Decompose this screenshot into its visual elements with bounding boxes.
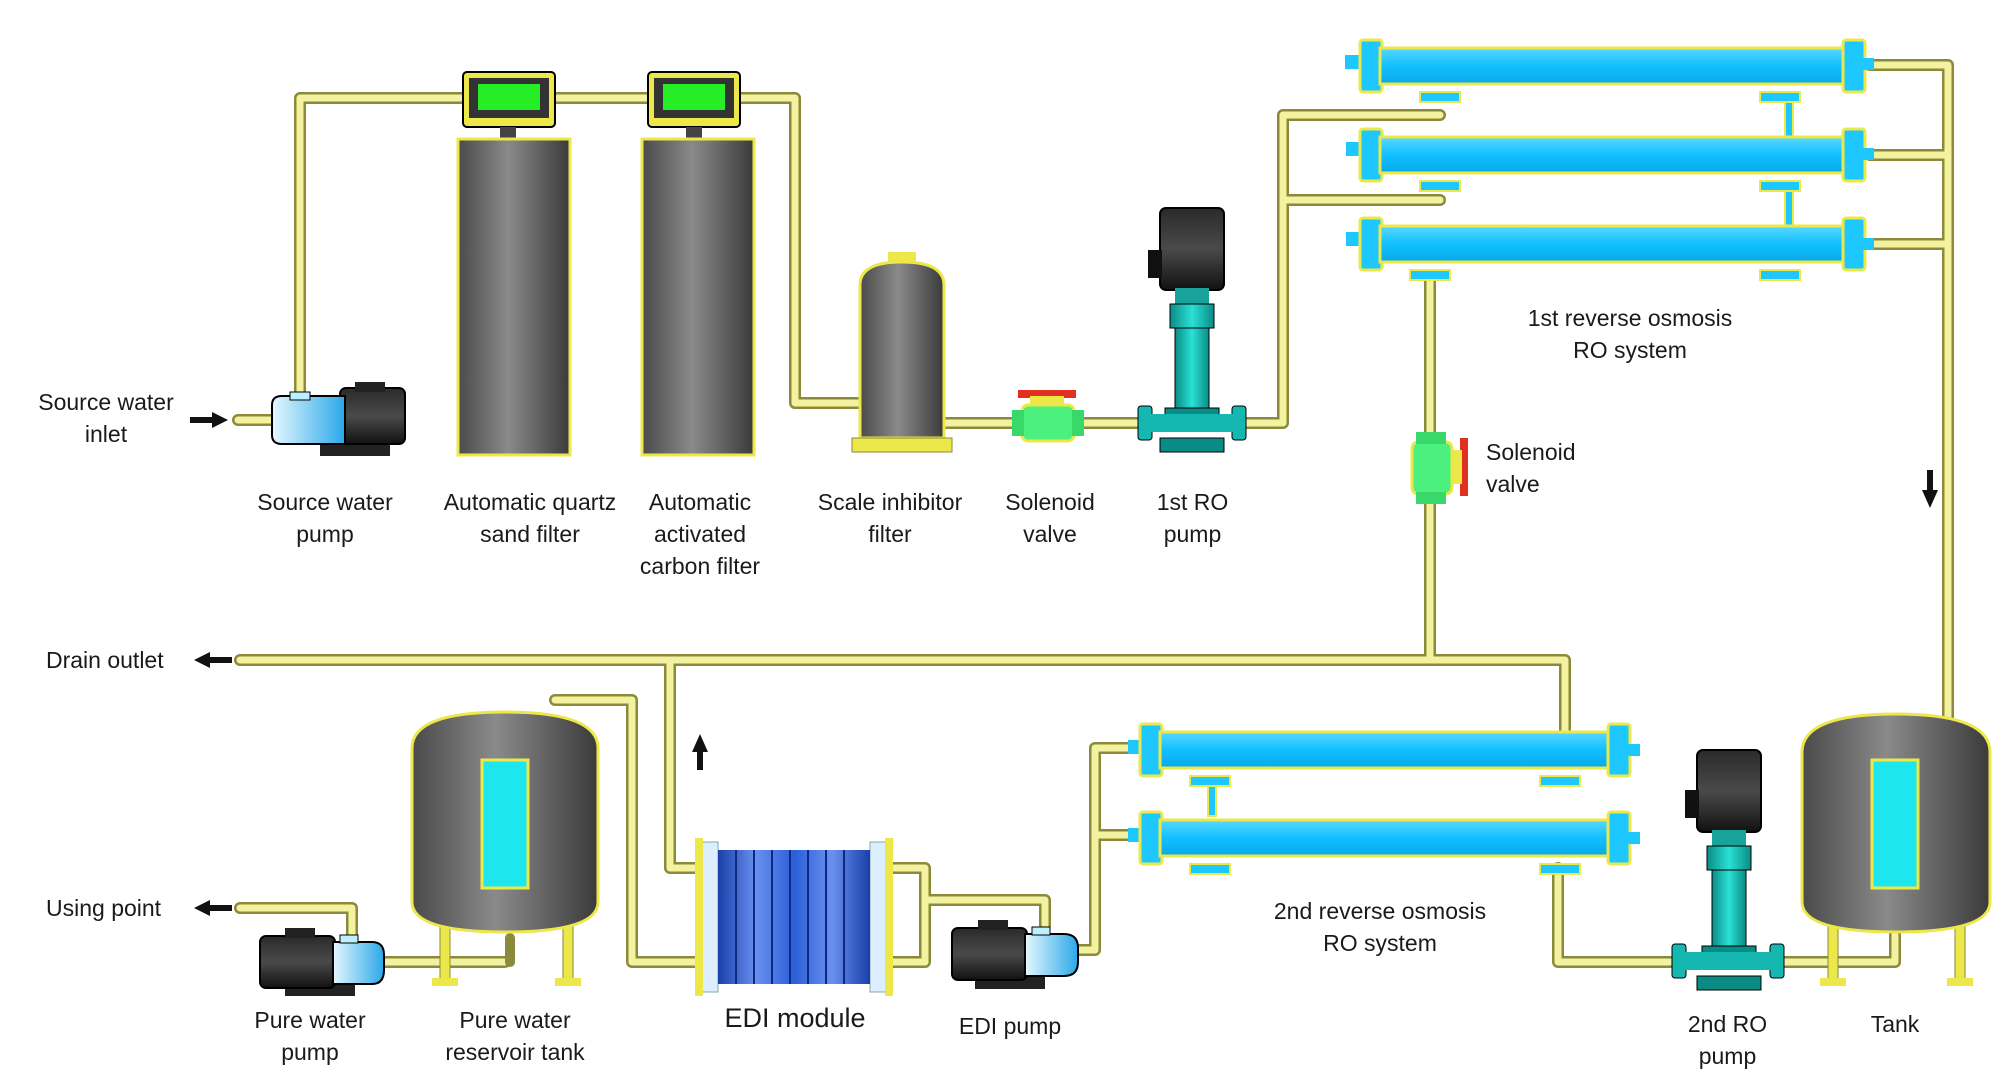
- label-source-water-pump: Source water pump: [257, 489, 393, 547]
- arrow-up-icon: [692, 734, 708, 770]
- label-solenoid-valve-2: Solenoid valve: [1486, 439, 1576, 497]
- pipe-network: [232, 59, 1954, 968]
- pure-water-pump: [259, 928, 385, 996]
- pure-water-reservoir-tank: [410, 710, 600, 986]
- label-source-water-inlet: Source water inlet: [38, 389, 174, 447]
- ro-pump-1: [1137, 207, 1247, 453]
- label-ro-system-1: 1st reverse osmosis RO system: [1527, 305, 1733, 363]
- tank: [1800, 712, 1992, 986]
- arrow-right-icon: [190, 412, 228, 428]
- activated-carbon-filter: [640, 71, 756, 457]
- label-tank: Tank: [1870, 1011, 1920, 1037]
- solenoid-valve-1: [1012, 390, 1084, 443]
- label-scale-filter: Scale inhibitor filter: [817, 489, 963, 547]
- arrow-left-icon: [194, 900, 232, 916]
- label-edi-module: EDI module: [724, 1003, 866, 1033]
- arrow-down-icon: [1922, 470, 1938, 508]
- scale-inhibitor-filter: [851, 252, 953, 453]
- label-carbon-filter: Automatic activated carbon filter: [639, 489, 761, 579]
- label-solenoid-valve-1: Solenoid valve: [1005, 489, 1095, 547]
- flow-arrows: [190, 412, 1938, 916]
- ro-membranes-2: [1128, 722, 1640, 875]
- ro-pump-2: [1671, 749, 1785, 991]
- ro-membranes-1: [1345, 38, 1874, 281]
- edi-pump: [951, 920, 1079, 989]
- quartz-sand-filter: [456, 71, 572, 457]
- label-pure-water-pump: Pure water pump: [254, 1007, 366, 1065]
- label-ro-pump-2: 2nd RO pump: [1687, 1011, 1768, 1069]
- label-quartz-filter: Automatic quartz sand filter: [443, 489, 617, 547]
- edi-module: [695, 838, 893, 996]
- arrow-left-icon: [194, 652, 232, 668]
- solenoid-valve-2: [1410, 432, 1468, 504]
- label-reservoir-tank: Pure water reservoir tank: [445, 1007, 585, 1065]
- label-drain-outlet: Drain outlet: [46, 647, 164, 673]
- label-edi-pump: EDI pump: [958, 1013, 1062, 1039]
- source-water-pump: [271, 382, 406, 456]
- label-ro-pump-1: 1st RO pump: [1156, 489, 1229, 547]
- label-using-point: Using point: [46, 895, 162, 921]
- label-ro-system-2: 2nd reverse osmosis RO system: [1273, 898, 1487, 956]
